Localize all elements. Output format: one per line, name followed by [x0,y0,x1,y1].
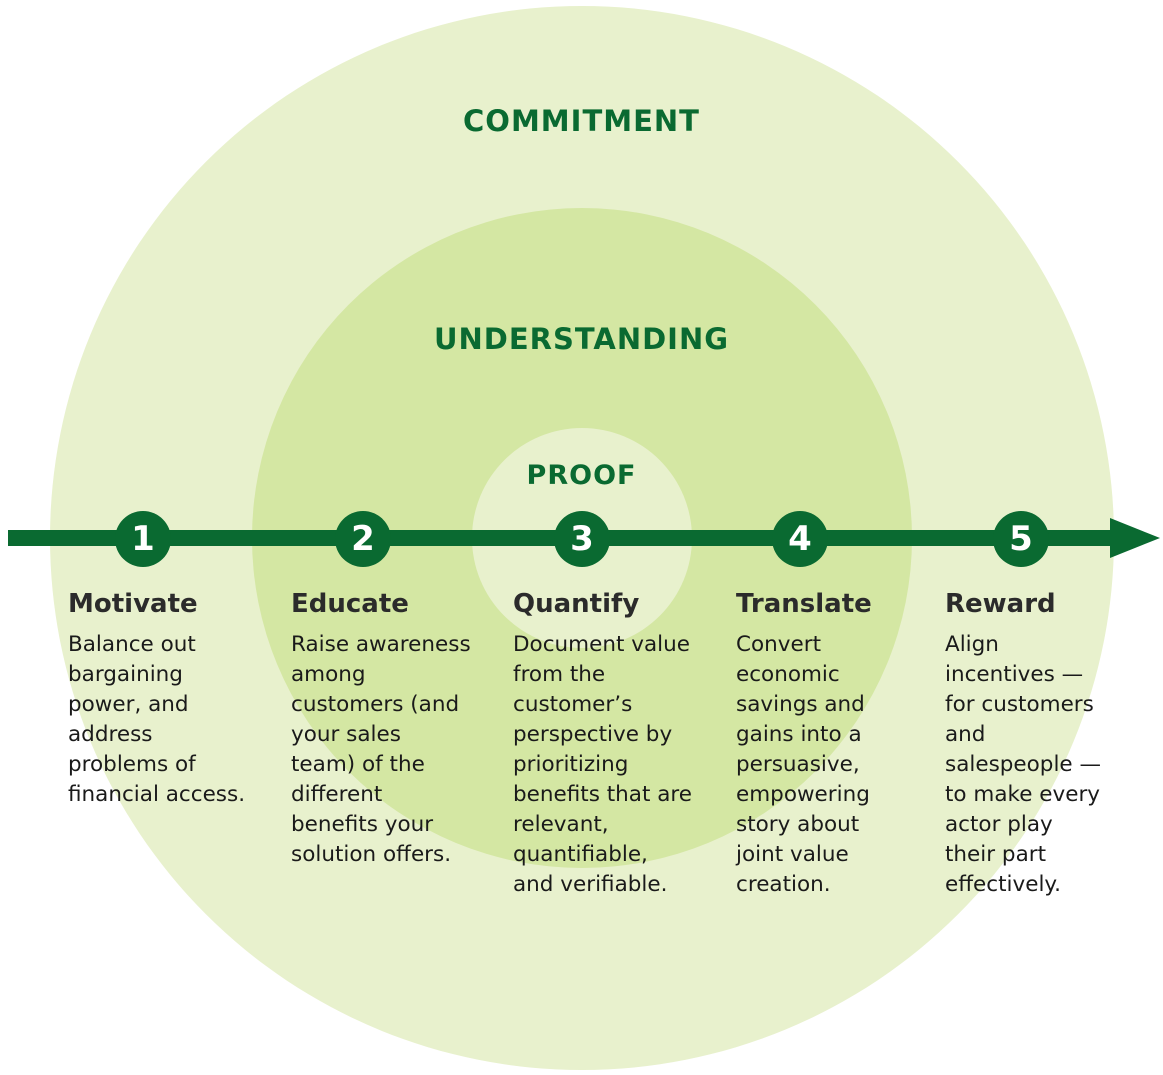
step-4: Translate Convert economic savings and g… [736,586,926,900]
step-5-marker: 5 [993,511,1049,567]
step-1: Motivate Balance out bargaining power, a… [68,586,268,810]
step-5-title: Reward [945,589,1056,619]
step-2-marker: 2 [335,511,391,567]
understanding-label: UNDERSTANDING [433,322,730,356]
step-1-title: Motivate [68,589,198,619]
step-1-marker: 1 [115,511,171,567]
step-4-marker: 4 [772,511,828,567]
step-3-title: Quantify [513,589,640,619]
step-2-title: Educate [291,589,409,619]
step-4-description: Convert economic savings and gains into … [736,632,870,897]
step-5-description: Align incentives — for customers and sal… [945,632,1101,897]
arrowhead-icon [1110,518,1160,558]
step-4-title: Translate [736,589,872,619]
step-5: Reward Align incentives — for customers … [945,586,1145,900]
step-3-description: Document value from the customer’s persp… [513,632,693,897]
step-2: Educate Raise awareness among customers … [291,586,501,870]
proof-label: PROOF [526,460,637,491]
step-1-description: Balance out bargaining power, and addres… [68,632,246,807]
step-3-marker: 3 [554,511,610,567]
step-2-description: Raise awareness among customers (and you… [291,632,471,867]
commitment-label: COMMITMENT [463,104,700,138]
step-3: Quantify Document value from the custome… [513,586,723,900]
